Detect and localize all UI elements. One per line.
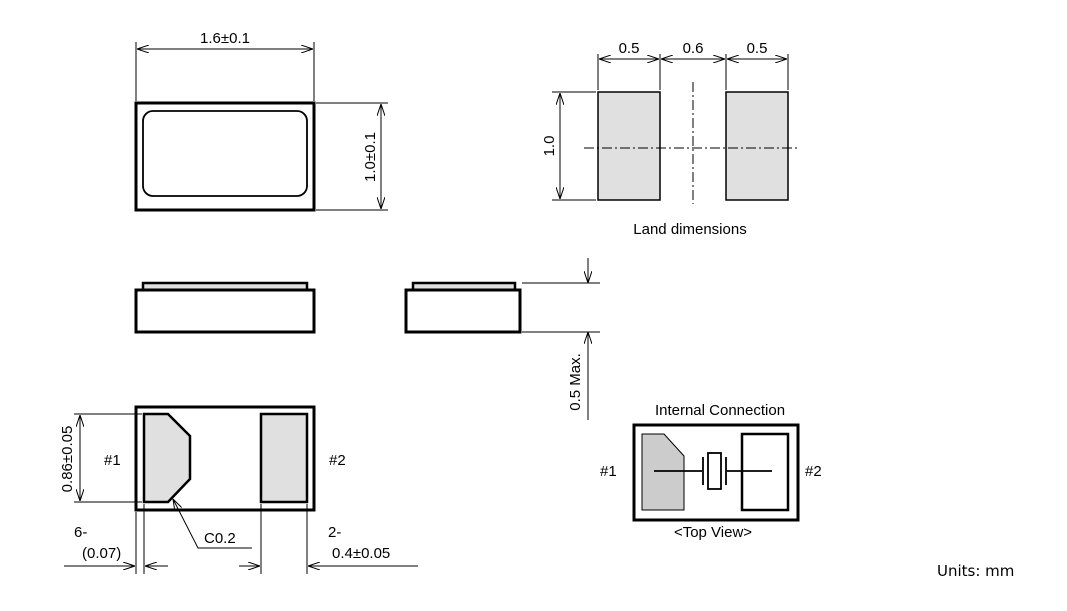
land-pattern: 0.5 0.6 0.5 1.0 Land dimensions (541, 40, 800, 238)
bottom-view: #1 #2 0.86±0.05 C0.2 6- (0.07) 2- 0.4±0.… (59, 405, 418, 574)
offset-count: 6- (74, 524, 87, 541)
internal-connection: Internal Connection #1 #2 <Top View> (600, 402, 822, 541)
top-view-lid (142, 110, 308, 197)
top-view-body (134, 101, 316, 212)
bottom-pin-1: #1 (104, 452, 121, 469)
side-view-1-body (134, 288, 316, 334)
bottom-pin-2: #2 (329, 452, 346, 469)
top-width-dimension: 1.6±0.1 (200, 30, 250, 47)
units-label: Units: mm (937, 562, 1014, 580)
bottom-pad-2 (259, 412, 309, 504)
internal-pin-2: #2 (805, 463, 822, 480)
offset-value: (0.07) (82, 545, 121, 562)
internal-pin-1: #1 (600, 463, 617, 480)
land-caption: Land dimensions (633, 221, 746, 238)
internal-caption: <Top View> (674, 524, 752, 541)
pad-width-value: 0.4±0.05 (332, 545, 390, 562)
pad-width-count: 2- (328, 524, 341, 541)
chamfer-leader (173, 499, 252, 549)
top-view: 1.6±0.1 1.0±0.1 (134, 30, 388, 212)
side-height-dimension: 0.5 Max. (567, 353, 584, 411)
chamfer-label: C0.2 (204, 530, 236, 547)
internal-pad-1 (641, 433, 685, 511)
bottom-pad-1-chamfered (142, 412, 192, 504)
bottom-pad-height-dimension: 0.86±0.05 (59, 426, 76, 493)
side-view-2-body (404, 288, 522, 334)
land-dim-gap: 0.6 (683, 40, 704, 57)
internal-title: Internal Connection (655, 402, 785, 419)
land-dim-height: 1.0 (541, 136, 558, 157)
top-height-dimension: 1.0±0.1 (362, 132, 379, 182)
land-dim-left: 0.5 (619, 40, 640, 57)
side-views: 0.5 Max. (134, 258, 600, 420)
crystal-element (707, 452, 722, 490)
internal-pad-2 (740, 432, 790, 512)
land-dim-right: 0.5 (747, 40, 768, 57)
land-pad-left (597, 91, 661, 201)
land-pad-right (725, 91, 789, 201)
